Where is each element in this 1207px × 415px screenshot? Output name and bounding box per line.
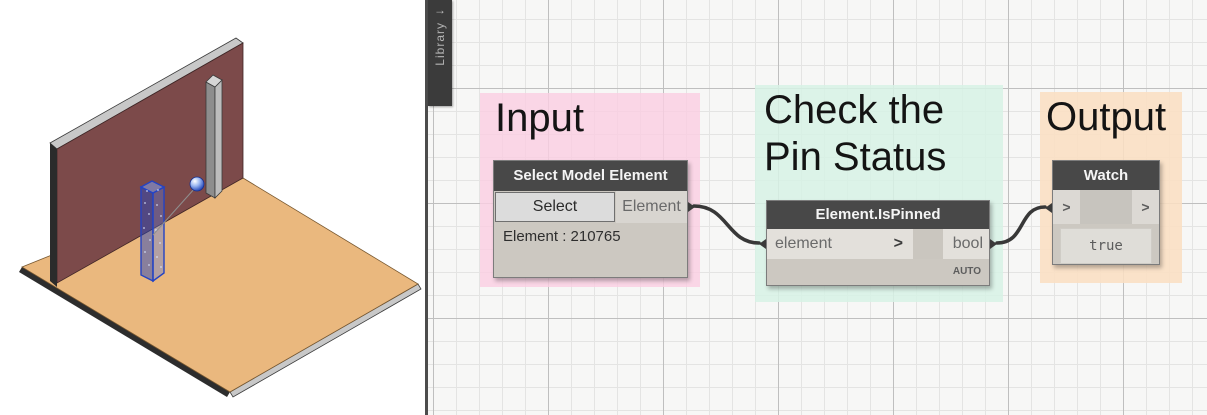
panel-divider [425, 0, 428, 415]
input-port-label: element [775, 235, 832, 252]
wall-end-edge [50, 143, 57, 287]
input-connector[interactable] [1045, 203, 1052, 213]
revit-3d-view[interactable] [0, 0, 425, 415]
chevron-right-icon[interactable]: > [893, 235, 903, 252]
output-connector[interactable] [688, 202, 695, 212]
column[interactable] [205, 74, 223, 199]
wires [692, 204, 1047, 245]
node-body-gap [1080, 190, 1132, 224]
floor-edge-dark [19, 267, 230, 397]
node-element-ispinned[interactable]: Element.IsPinned element > bool AUTO [759, 200, 997, 286]
watch-value: true [1060, 228, 1152, 264]
node-value: Element : 210765 [503, 228, 621, 245]
pin-icon[interactable] [152, 176, 205, 236]
output-port-bool[interactable]: bool [943, 229, 989, 259]
node-select-model-element[interactable]: Select Model Element Select Element Elem… [493, 160, 695, 278]
lacing-indicator: AUTO [952, 266, 981, 277]
input-port[interactable]: > [1053, 190, 1080, 224]
output-port[interactable]: > [1132, 190, 1159, 224]
arrow-right-icon: → [434, 3, 446, 17]
group-title: Output [1046, 95, 1167, 139]
library-tab[interactable]: → Library [428, 0, 452, 106]
node-watch[interactable]: Watch > > true [1045, 160, 1160, 266]
group-title: Check the Pin Status [764, 88, 947, 179]
output-port-element[interactable]: Element [616, 191, 687, 223]
group-title: Input [495, 96, 584, 140]
wire-element-to-ispinned[interactable] [692, 204, 761, 245]
select-button[interactable]: Select [495, 192, 615, 222]
node-title: Element.IsPinned [767, 201, 989, 229]
selected-column[interactable] [139, 180, 166, 283]
wire-bool-to-watch[interactable] [995, 205, 1047, 245]
node-body-gap [913, 229, 943, 259]
revit-3d-scene [19, 37, 422, 398]
input-connector[interactable] [759, 239, 766, 249]
output-connector[interactable] [990, 239, 997, 249]
node-title: Select Model Element [494, 161, 687, 191]
watch-value-area: true [1053, 224, 1159, 266]
input-port-element[interactable]: element > [767, 229, 913, 259]
dynamo-canvas[interactable]: Input Check the Pin Status Output Select… [428, 0, 1207, 415]
library-tab-label: Library [433, 22, 447, 66]
node-title: Watch [1053, 161, 1159, 190]
